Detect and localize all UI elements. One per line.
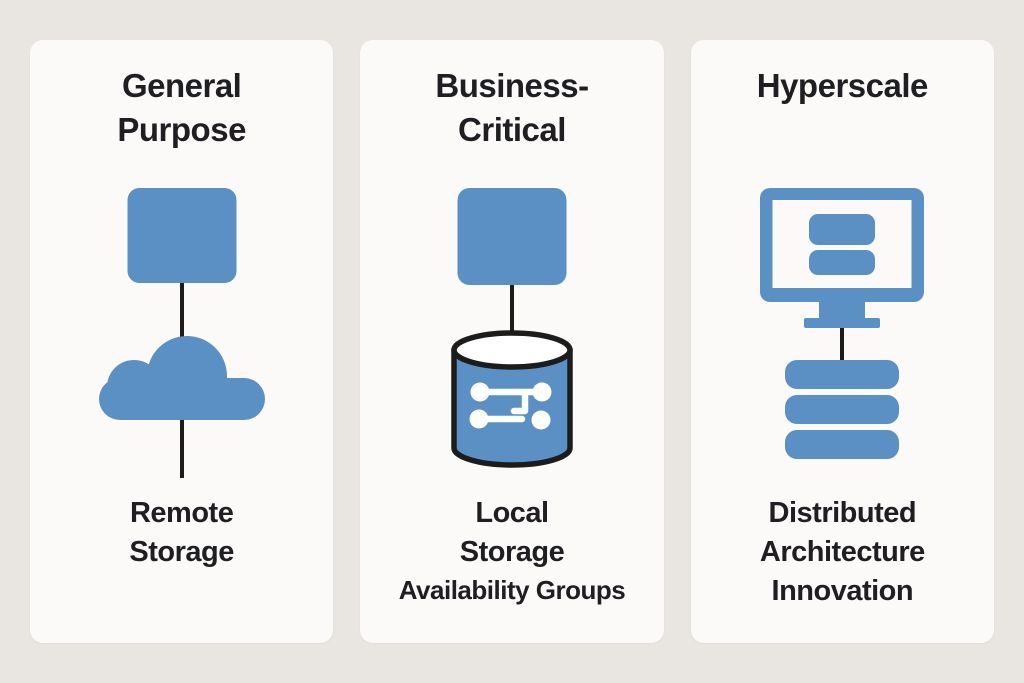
general-purpose-icon-column [98, 188, 265, 478]
business-critical-icon-column [451, 188, 573, 468]
title-line: Hyperscale [756, 67, 929, 104]
card-title: Business- Critical [435, 40, 589, 180]
disk-stack-icon [785, 360, 900, 459]
card-title: General Purpose [117, 40, 246, 180]
card-label: Distributed Architecture Innovation [760, 494, 925, 611]
card-label: Local Storage [459, 494, 565, 572]
compute-square-icon [457, 188, 567, 285]
title-line: Critical [458, 110, 566, 148]
label-line: Remote [129, 497, 234, 529]
title-line: General [121, 67, 242, 104]
label-line: Local [475, 497, 549, 529]
title-line: Business- [435, 67, 589, 104]
card-business-critical: Business- Critical [360, 40, 664, 643]
card-sublabel: Availability Groups [398, 575, 626, 606]
database-cylinder-icon [451, 330, 573, 468]
hyperscale-icon-column [760, 188, 925, 459]
compute-square-icon [127, 188, 237, 283]
title-line: Purpose [117, 110, 246, 148]
card-title: Hyperscale [756, 40, 929, 180]
label-line: Innovation [771, 575, 914, 608]
label-line: Storage [129, 536, 234, 569]
card-label: Remote Storage [129, 494, 234, 572]
cloud-icon [98, 336, 265, 420]
card-hyperscale: Hyperscale Distributed Architecture Inno… [690, 40, 994, 643]
label-line: Distributed [768, 497, 917, 529]
label-line: Architecture [759, 536, 925, 569]
monitor-icon [760, 188, 925, 328]
card-general-purpose: General Purpose Remote Storage [30, 40, 334, 643]
label-line: Storage [459, 536, 565, 569]
